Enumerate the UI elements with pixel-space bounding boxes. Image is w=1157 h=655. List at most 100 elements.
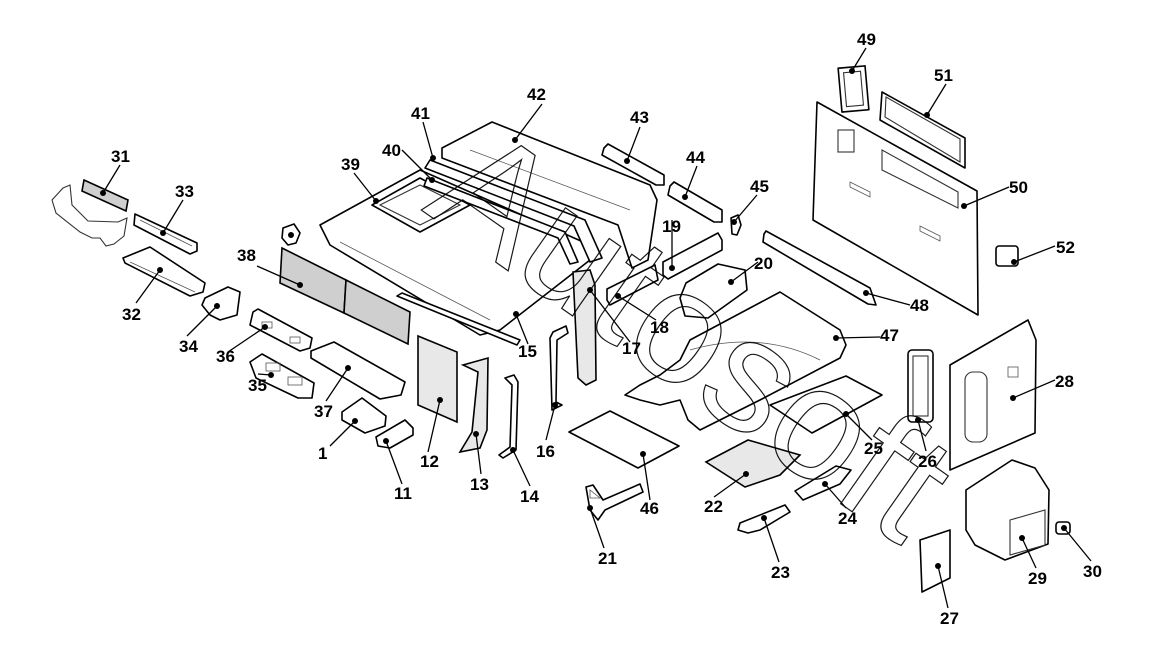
callout-47: 47	[880, 326, 899, 345]
leader-line-26	[917, 419, 927, 452]
leader-dot-43	[624, 158, 630, 164]
leader-dot-32	[157, 267, 163, 273]
part-12-panel	[417, 334, 458, 424]
callout-36: 36	[216, 347, 235, 366]
callout-52: 52	[1056, 238, 1075, 257]
callout-48: 48	[910, 296, 929, 315]
callout-40: 40	[382, 141, 401, 160]
leader-line-16	[545, 404, 556, 441]
leader-dot-30	[1061, 525, 1067, 531]
leader-line-52	[1013, 245, 1056, 263]
leader-line-46	[642, 453, 651, 501]
leader-dot-28	[1010, 395, 1016, 401]
part-grommet	[281, 223, 301, 246]
callout-13: 13	[470, 475, 489, 494]
part-43-trim	[601, 143, 665, 186]
callout-29: 29	[1028, 569, 1047, 588]
leader-dot-46	[640, 451, 646, 457]
leader-line-36	[227, 326, 266, 353]
leader-line-17	[589, 289, 631, 343]
callout-44: 44	[686, 148, 705, 167]
leader-dot-19	[669, 265, 675, 271]
callout-51: 51	[934, 66, 953, 85]
callout-43: 43	[630, 108, 649, 127]
leader-line-48	[865, 292, 911, 306]
callout-23: 23	[771, 563, 790, 582]
leader-dot-11	[383, 438, 389, 444]
leader-line-23	[763, 517, 780, 563]
callout-31: 31	[111, 147, 130, 166]
leader-dot-42	[512, 137, 518, 143]
leader-line-50	[963, 186, 1010, 207]
part-42-roof-panel	[441, 121, 658, 269]
leader-dot-39	[373, 198, 379, 204]
callout-28: 28	[1055, 372, 1074, 391]
callout-16: 16	[536, 442, 555, 461]
part-41-roof-strip	[424, 159, 603, 263]
leader-line-29	[1021, 537, 1037, 569]
leader-dot-17	[587, 287, 593, 293]
part-22-mat	[704, 439, 802, 488]
leader-dot-34	[214, 303, 220, 309]
callout-19: 19	[662, 217, 681, 236]
leader-dot-35	[268, 372, 274, 378]
leader-line-51	[926, 83, 947, 116]
leader-line-13	[475, 433, 482, 475]
part-1-box	[341, 397, 387, 434]
part-20-cover	[679, 263, 748, 319]
callout-labels: 1 11 12 13 14 15 16 17 18 19 20 21 22 23…	[111, 30, 1102, 628]
callout-1: 1	[318, 444, 327, 463]
leader-line-22	[713, 473, 747, 498]
callout-49: 49	[857, 30, 876, 49]
leader-line-14	[512, 449, 531, 487]
callout-12: 12	[420, 452, 439, 471]
callout-27: 27	[940, 609, 959, 628]
callout-38: 38	[237, 246, 256, 265]
callout-17: 17	[622, 339, 641, 358]
part-glovebox-tray	[51, 184, 128, 247]
leader-line-31	[102, 164, 121, 194]
callout-15: 15	[518, 342, 537, 361]
leader-dot-20	[728, 279, 734, 285]
leader-line-1	[329, 420, 356, 447]
leader-dot-31	[100, 190, 106, 196]
leader-line-11	[385, 440, 403, 485]
leader-line-32	[135, 269, 161, 304]
leader-dot-38	[297, 282, 303, 288]
leader-line-34	[186, 305, 218, 337]
leader-dot-1	[352, 418, 358, 424]
callout-35: 35	[248, 376, 267, 395]
leader-dot-23	[761, 515, 767, 521]
part-35-console-tray	[249, 353, 315, 399]
leader-dot-18	[615, 293, 621, 299]
leader-dot-16	[552, 402, 558, 408]
leader-line-33	[162, 199, 184, 234]
leader-line-27	[937, 565, 949, 609]
callout-50: 50	[1009, 178, 1028, 197]
callout-33: 33	[175, 182, 194, 201]
leader-line-44	[684, 165, 698, 198]
leader-dot-27	[935, 563, 941, 569]
leader-dot-29	[1019, 535, 1025, 541]
leader-line-40	[401, 149, 433, 181]
callout-42: 42	[527, 85, 546, 104]
leader-line-28	[1012, 379, 1056, 399]
leader-line-20	[730, 261, 759, 283]
leader-dot-40	[429, 177, 435, 183]
leader-line-18	[617, 295, 657, 321]
part-headlining	[319, 169, 591, 336]
callout-11: 11	[394, 484, 412, 503]
leader-line-24	[824, 483, 847, 509]
part-32-sill-tray	[122, 246, 206, 297]
callout-20: 20	[754, 254, 773, 273]
leader-line-38	[256, 265, 301, 286]
leader-dot-47	[833, 335, 839, 341]
leader-dot-49	[849, 68, 855, 74]
leader-dot-26	[915, 417, 921, 423]
leader-dot-36	[262, 324, 268, 330]
part-16-handle	[549, 325, 569, 411]
leader-dot-33	[160, 230, 166, 236]
callout-25: 25	[864, 439, 883, 458]
leader-dot-14	[510, 447, 516, 453]
